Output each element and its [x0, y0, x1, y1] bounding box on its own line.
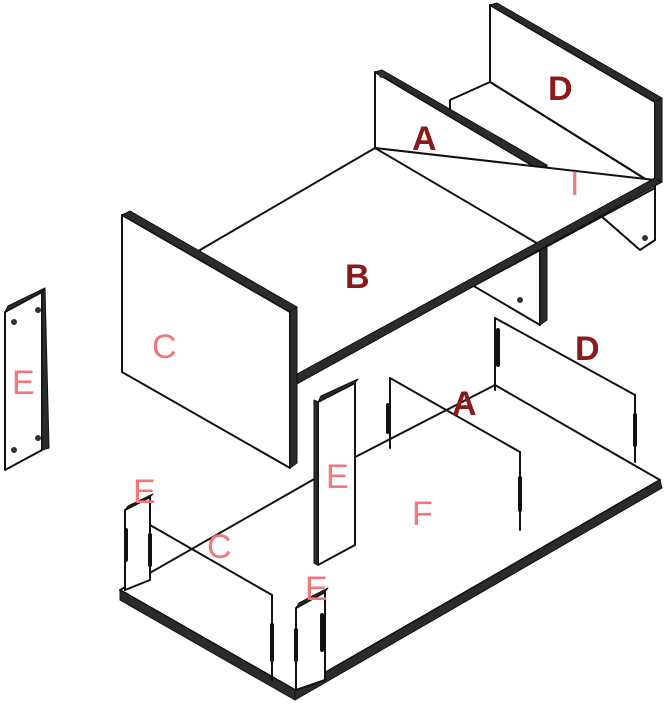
label-f: F — [412, 495, 433, 533]
panel-f-base — [119, 384, 663, 701]
panel-e-small-front — [295, 587, 329, 691]
label-e-small-left: E — [133, 473, 156, 511]
panel-e-mid — [313, 378, 359, 566]
label-b: B — [345, 258, 370, 296]
label-d-base: D — [575, 330, 600, 368]
panel-e-left — [4, 287, 50, 471]
label-a-base: A — [452, 385, 477, 423]
dowels — [124, 328, 637, 662]
label-e-left: E — [12, 364, 35, 402]
panel-e-small-left — [124, 493, 154, 591]
label-i: I — [570, 165, 579, 203]
panel-c — [121, 210, 298, 469]
label-c-panel: C — [152, 328, 177, 366]
label-e-small-front: E — [305, 570, 328, 608]
panel-d-top — [489, 2, 663, 186]
label-e-mid: E — [326, 458, 349, 496]
label-d-top: D — [548, 70, 573, 108]
label-c-base: C — [207, 528, 232, 566]
label-a-top: A — [412, 120, 437, 158]
